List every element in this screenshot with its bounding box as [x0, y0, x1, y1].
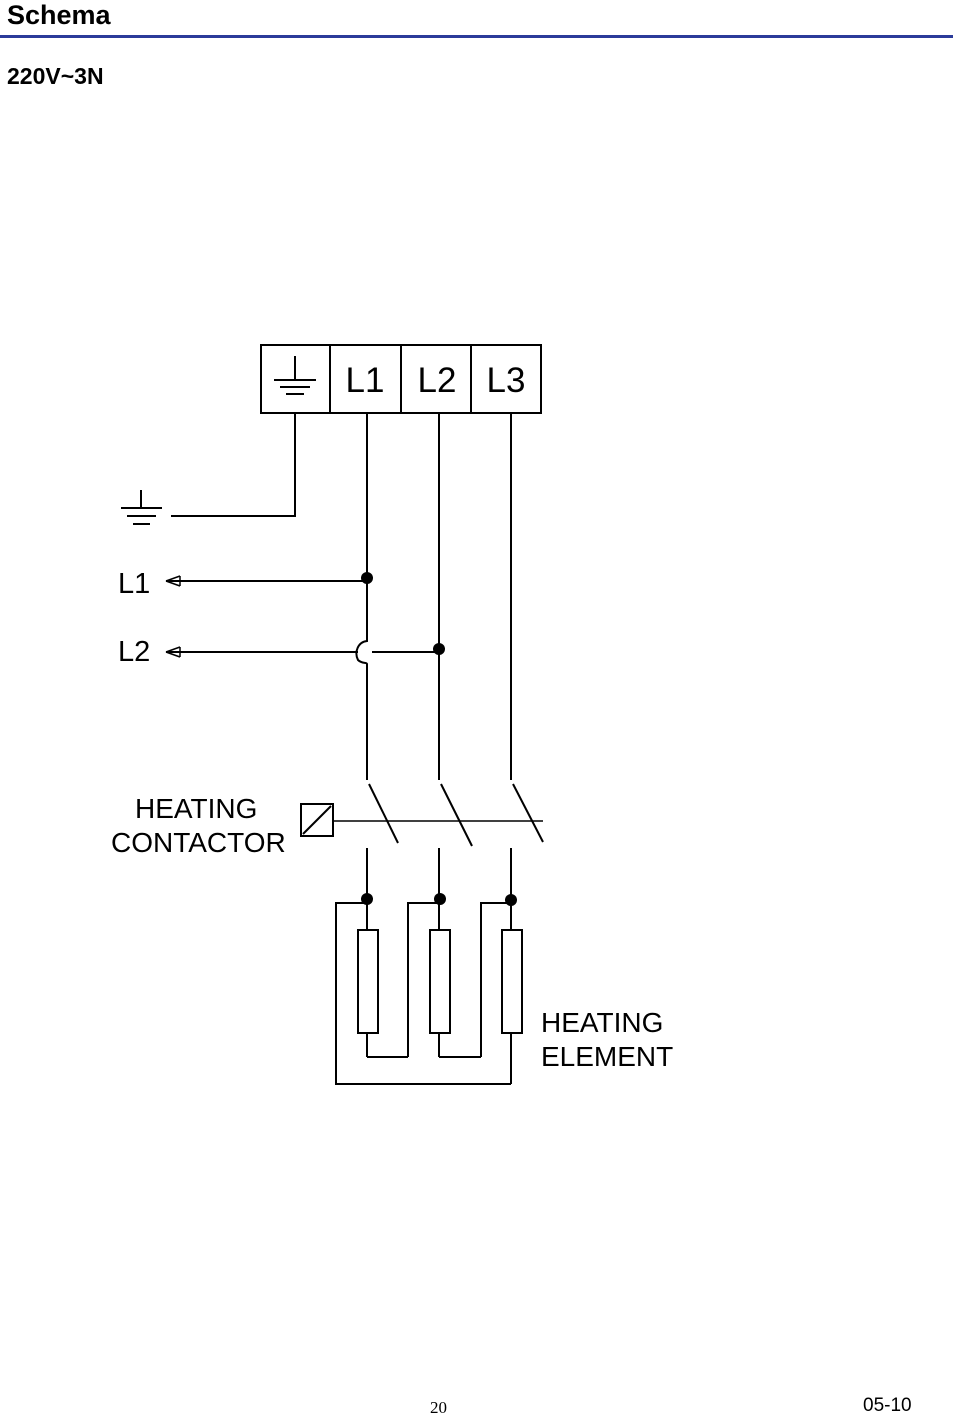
ground-wire: [171, 413, 296, 517]
phase-line-l1: [355, 413, 368, 780]
terminal-label-l2: L2: [418, 361, 457, 400]
terminal-label-l3: L3: [487, 361, 526, 400]
contactor-switches: [333, 783, 544, 847]
element-label-line2: ELEMENT: [541, 1041, 673, 1072]
terminal-block: L1 L2 L3: [260, 344, 542, 414]
junction-dot: [361, 572, 373, 584]
contactor-coil-icon: [300, 803, 334, 837]
page-title: Schema: [7, 0, 111, 30]
page-number: 20: [430, 1398, 447, 1417]
junction-dot: [433, 643, 445, 655]
junction-dot: [505, 894, 517, 906]
input-label-l2: L2: [118, 636, 150, 668]
ground-icon: [121, 490, 162, 525]
document-date: 05-10: [863, 1395, 912, 1416]
input-label-l1: L1: [118, 568, 150, 600]
resistor: [357, 929, 379, 1034]
element-label-line1: HEATING: [541, 1007, 663, 1038]
ground-icon: [274, 356, 316, 395]
title-rule: [0, 35, 953, 38]
resistor: [429, 929, 451, 1034]
terminal-label-l1: L1: [346, 361, 385, 400]
contactor-label-line2: CONTACTOR: [111, 827, 286, 858]
voltage-subtitle: 220V~3N: [7, 63, 104, 89]
heating-element: [335, 902, 523, 1085]
contactor-label-line1: HEATING: [135, 793, 257, 824]
resistor: [501, 929, 523, 1034]
